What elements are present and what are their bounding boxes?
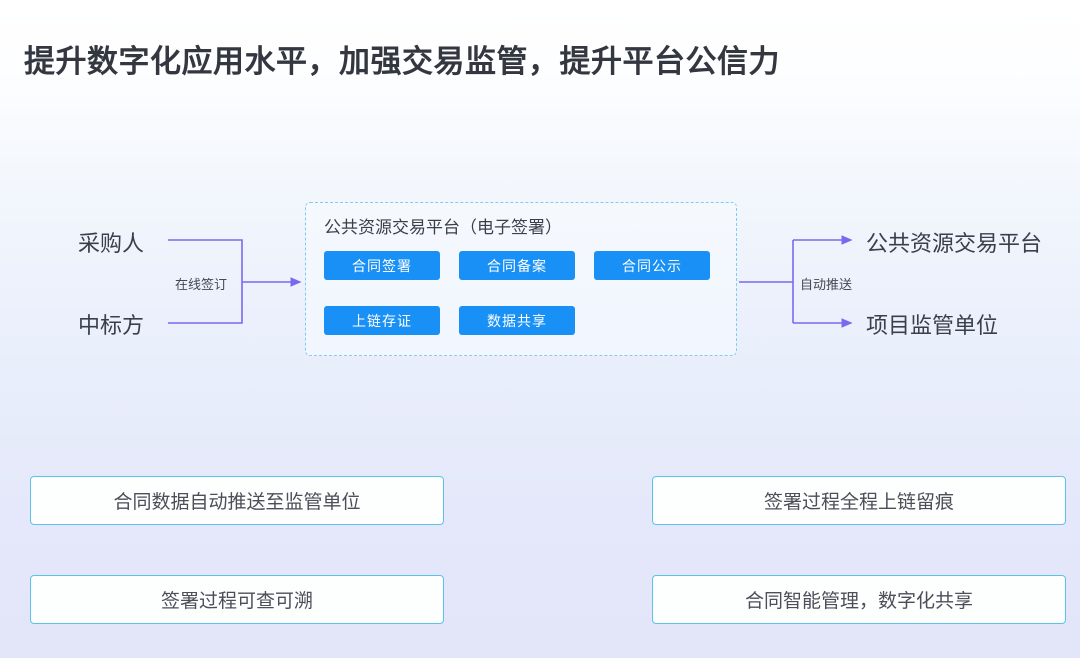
platform-title: 公共资源交易平台（电子签署）: [324, 218, 562, 237]
platform-chip-row-2: 上链存证 数据共享: [324, 306, 575, 335]
benefit-box-2: 签署过程全程上链留痕: [652, 476, 1066, 525]
benefit-label-4: 合同智能管理，数字化共享: [744, 591, 973, 612]
benefit-label-2: 签署过程全程上链留痕: [763, 492, 954, 513]
diagram-output-project-regulator: 项目监管单位: [866, 313, 999, 338]
platform-chip-contract-filing[interactable]: 合同备案: [459, 251, 575, 280]
platform-chip-contract-publicity[interactable]: 合同公示: [594, 251, 710, 280]
platform-chip-contract-signing[interactable]: 合同签署: [324, 251, 440, 280]
platform-container: 公共资源交易平台（电子签署） 合同签署 合同备案 合同公示 上链存证 数据共享: [305, 202, 737, 356]
diagram-output-public-resource-platform: 公共资源交易平台: [866, 231, 1043, 256]
platform-chip-blockchain-evidence[interactable]: 上链存证: [324, 306, 440, 335]
benefit-label-1: 合同数据自动推送至监管单位: [113, 492, 361, 513]
benefit-box-4: 合同智能管理，数字化共享: [652, 575, 1066, 624]
diagram-input-buyer: 采购人: [78, 231, 145, 256]
benefit-label-3: 签署过程可查可溯: [160, 591, 313, 612]
platform-chip-row-1: 合同签署 合同备案 合同公示: [324, 251, 710, 280]
platform-chip-data-sharing[interactable]: 数据共享: [459, 306, 575, 335]
diagram-input-winning-bidder: 中标方: [78, 313, 145, 338]
benefit-box-3: 签署过程可查可溯: [30, 575, 444, 624]
benefit-box-1: 合同数据自动推送至监管单位: [30, 476, 444, 525]
page-title: 提升数字化应用水平，加强交易监管，提升平台公信力: [24, 44, 780, 79]
edge-label-online-signing: 在线签订: [175, 277, 228, 292]
edge-label-auto-push: 自动推送: [800, 277, 853, 292]
